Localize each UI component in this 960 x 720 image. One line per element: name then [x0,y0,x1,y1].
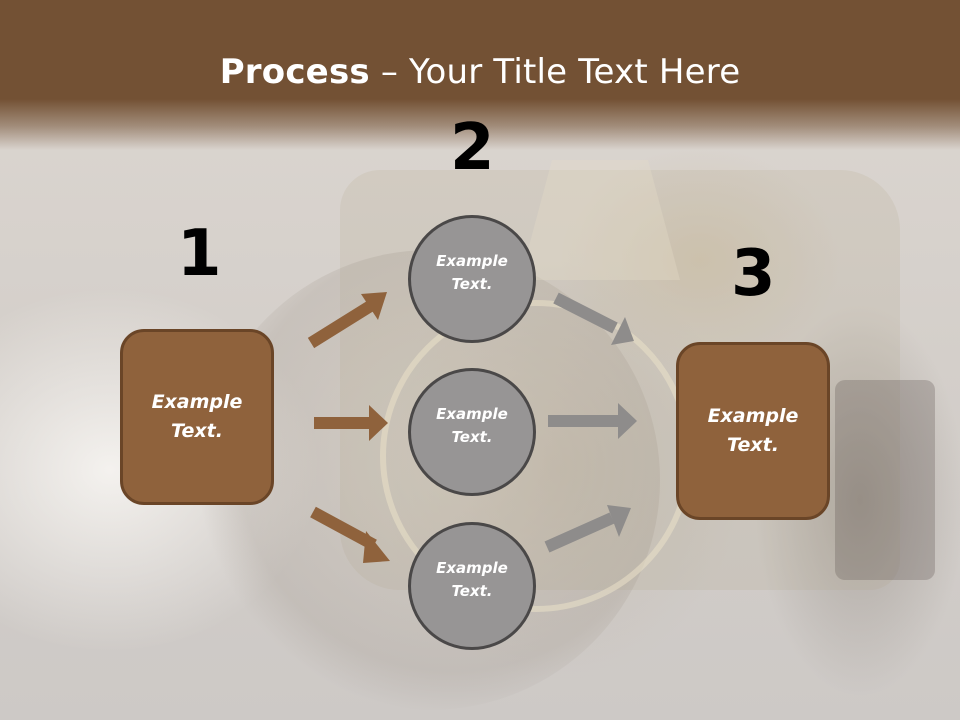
step-2-circle-middle[interactable]: Example Text. [408,368,536,496]
slide-title[interactable]: Process – Your Title Text Here [0,52,960,92]
step-number-2: 2 [450,111,495,185]
arrow-right-icon [548,403,637,439]
circle-middle-label: Example Text. [436,405,508,446]
step-1-box[interactable]: Example Text. [120,329,274,505]
arrow-down-right-icon [553,292,634,345]
step-1-label: Example Text. [151,391,243,442]
camera-prism-shape [520,160,680,280]
step-2-circle-bottom[interactable]: Example Text. [408,522,536,650]
step-2-circle-top[interactable]: Example Text. [408,215,536,343]
step-number-3: 3 [731,237,776,311]
title-banner [0,0,960,150]
step-3-box[interactable]: Example Text. [676,342,830,520]
arrow-up-right-icon [307,292,387,349]
camera-grip-shape [835,380,935,580]
step-3-label: Example Text. [707,405,799,456]
arrow-down-right-icon [310,506,390,563]
arrow-up-right-icon [544,505,631,553]
step-number-1: 1 [177,217,222,291]
title-bold: Process [219,52,370,92]
arrow-right-icon [314,405,388,441]
circle-bottom-label: Example Text. [436,559,508,600]
title-rest: – Your Title Text Here [369,52,741,92]
circle-top-label: Example Text. [436,252,508,293]
